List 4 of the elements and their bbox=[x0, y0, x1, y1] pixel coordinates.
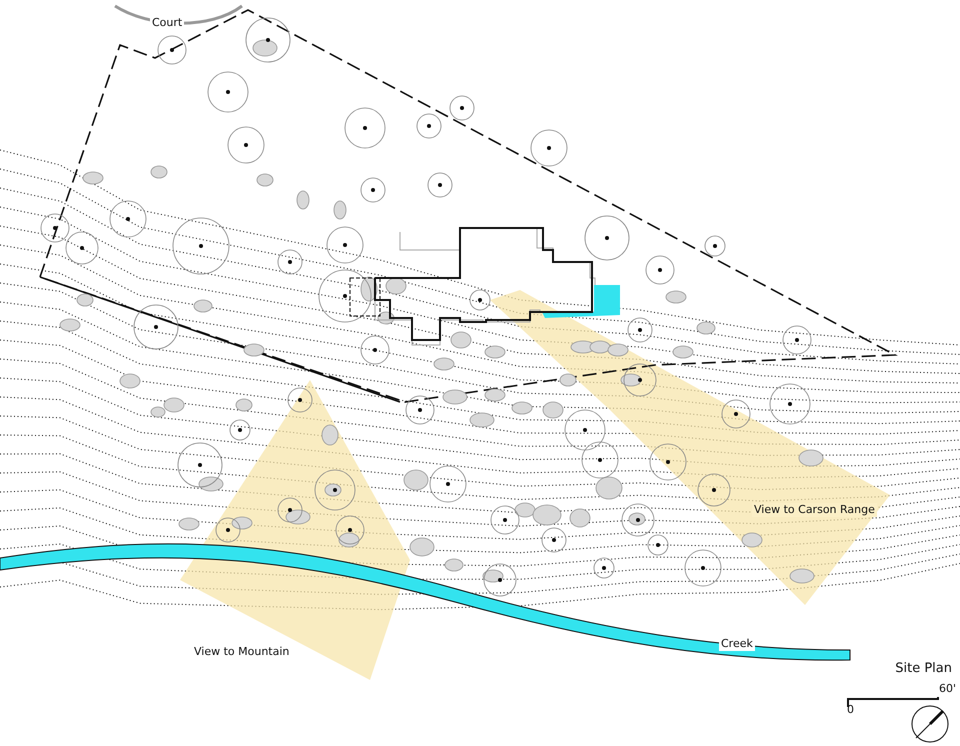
creek-label: Creek bbox=[719, 637, 755, 651]
scale-label: 60' bbox=[938, 682, 958, 696]
plan-title: Site Plan bbox=[895, 661, 952, 678]
view-label: View to Carson Range bbox=[752, 503, 877, 517]
